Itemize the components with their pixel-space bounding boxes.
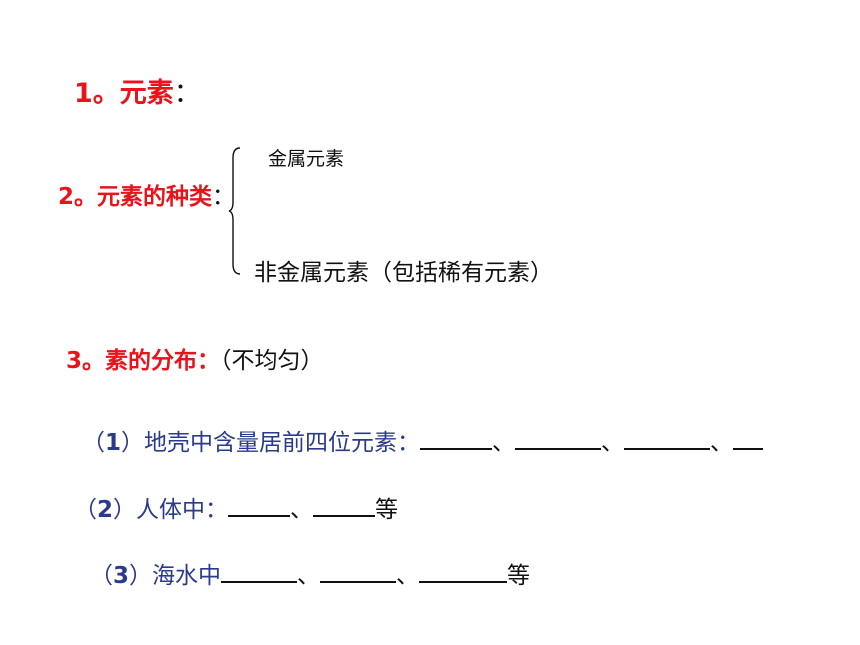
heading-1-colon: ： [173,78,201,109]
separator: 、 [297,563,321,589]
separator: 、 [492,430,516,456]
heading-3-note: （不均匀） [220,348,324,374]
blank-sea-1[interactable] [221,580,298,583]
heading-element-definition: 1。元素： [74,80,201,107]
metal-elements-label: 金属元素 [268,148,345,170]
item-1-close: ） [121,430,145,456]
heading-element-distribution: 3。素的分布：（不均匀） [66,350,324,373]
heading-2-number: 2 [58,184,75,210]
heading-element-types: 2。元素的种类： [58,186,235,209]
item-3-text: 海水中 [152,563,222,589]
blank-crust-3[interactable] [624,447,711,450]
blank-body-1[interactable] [228,514,291,517]
item-1-number: 1 [105,430,122,456]
item-3-end: 等 [507,563,531,589]
item-human-body: （2）人体中： 、 等 [74,499,398,522]
item-3-open: （ [90,563,113,589]
blank-sea-3[interactable] [419,580,508,583]
heading-1-text: 。元素 [92,78,174,109]
item-3-number: 3 [113,563,130,589]
blank-sea-2[interactable] [320,580,397,583]
item-seawater: （3）海水中 、 、 等 [90,565,530,588]
item-2-open: （ [74,497,97,523]
heading-2-colon: ： [212,184,236,210]
item-2-number: 2 [97,497,114,523]
item-crust: （1）地壳中含量居前四位元素： 、 、 、 [82,430,764,456]
blank-crust-2[interactable] [515,447,602,450]
heading-3-text: 。素的分布： [82,348,221,374]
item-2-end: 等 [375,497,399,523]
separator: 、 [601,430,625,456]
separator: 、 [290,497,314,523]
heading-1-number: 1 [74,78,93,109]
brace-icon [228,147,241,275]
blank-crust-1[interactable] [420,447,493,450]
item-2-close: ） [113,497,137,523]
item-2-text: 人体中： [136,497,229,523]
blank-body-2[interactable] [313,514,376,517]
heading-2-text: 。元素的种类 [74,184,213,210]
separator: 、 [396,563,420,589]
heading-3-number: 3 [66,348,83,374]
nonmetal-elements-label: 非金属元素（包括稀有元素） [254,260,553,286]
item-1-text: 地壳中含量居前四位元素： [144,430,421,456]
blank-crust-4[interactable] [733,447,764,450]
item-3-close: ） [129,563,153,589]
separator: 、 [710,430,734,456]
item-1-open: （ [82,430,105,456]
